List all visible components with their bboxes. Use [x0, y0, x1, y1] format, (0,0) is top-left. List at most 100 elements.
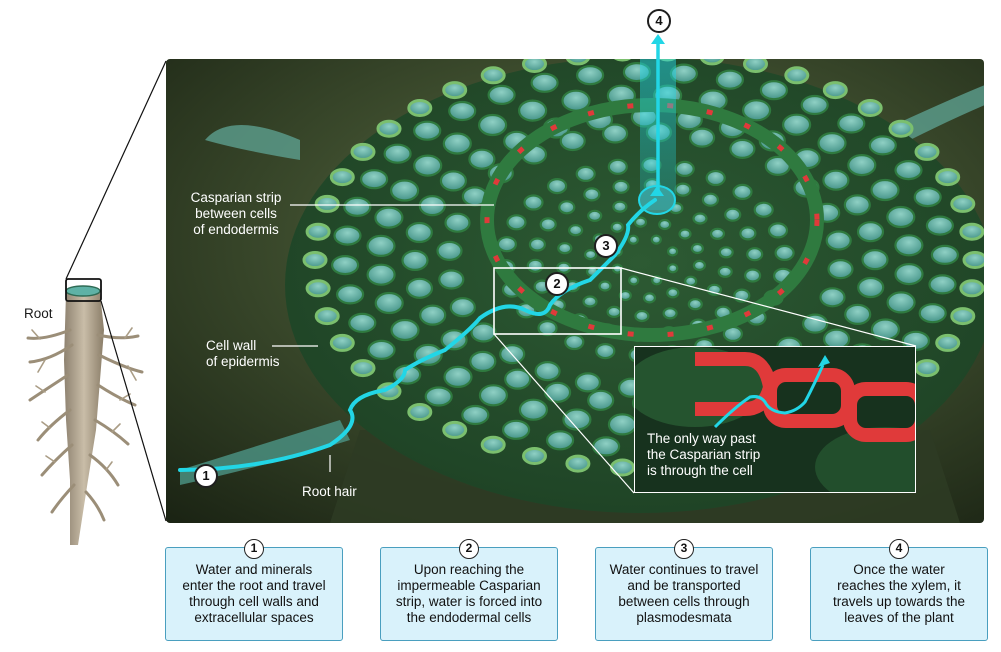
- casparian-label-line-2: between cells: [195, 206, 277, 221]
- cell: [448, 100, 477, 122]
- callout-text: The only way past the Casparian strip is…: [647, 431, 760, 479]
- cell: [564, 333, 585, 351]
- cell: [627, 234, 639, 245]
- cell: [329, 168, 355, 187]
- cell: [666, 246, 679, 257]
- cell: [374, 206, 404, 229]
- cell: [935, 333, 961, 352]
- cell: [575, 65, 605, 86]
- cell: [383, 143, 412, 164]
- cell: [692, 212, 708, 225]
- cell: [518, 398, 549, 421]
- cell: [419, 304, 447, 326]
- cell: [610, 221, 624, 233]
- cell: [825, 230, 852, 251]
- cell: [678, 228, 692, 240]
- cell: [781, 113, 812, 136]
- cell: [847, 154, 877, 177]
- cell: [690, 242, 705, 255]
- cell: [801, 313, 829, 334]
- cell: [442, 81, 468, 100]
- cell: [959, 222, 984, 241]
- cell: [729, 138, 756, 159]
- cell: [567, 224, 584, 237]
- cell: [583, 249, 598, 261]
- step-1-line-1: Water and minerals: [195, 562, 313, 577]
- cell: [537, 320, 558, 337]
- cell: [390, 179, 420, 202]
- xylem-arrowhead: [651, 34, 665, 44]
- cell: [302, 251, 328, 269]
- cell: [705, 169, 726, 187]
- cell: [443, 365, 473, 388]
- cell: [837, 113, 866, 134]
- cell: [504, 368, 532, 390]
- cell: [478, 113, 508, 137]
- cell: [925, 215, 955, 236]
- cell: [715, 69, 745, 90]
- cell: [478, 384, 508, 407]
- cell: [607, 158, 628, 175]
- step-2-line-1: Upon reaching the: [413, 562, 525, 577]
- cell: [587, 209, 603, 222]
- cell: [442, 420, 468, 439]
- cell: [743, 268, 762, 283]
- cell: [684, 275, 698, 287]
- step-badge-3: 3: [674, 539, 694, 559]
- cell: [401, 249, 429, 271]
- cell: [655, 59, 680, 62]
- cell: [667, 263, 679, 274]
- cell: [888, 119, 914, 138]
- cell: [870, 178, 900, 202]
- cell: [928, 274, 957, 295]
- cell: [595, 343, 616, 360]
- cell: [746, 247, 764, 262]
- cell: [565, 454, 591, 473]
- casparian-strip-ring: [484, 102, 820, 338]
- casparian-label-line-3: of endodermis: [193, 222, 279, 237]
- cell: [314, 194, 340, 213]
- cell: [634, 309, 650, 323]
- cell: [717, 265, 733, 278]
- cell: [843, 194, 871, 216]
- cell: [418, 195, 446, 217]
- cell: [374, 291, 404, 315]
- cell: [438, 269, 465, 290]
- root-hair-label: Root hair: [302, 484, 357, 499]
- cell: [612, 179, 630, 194]
- step-4-line-2: reaches the xylem, it: [837, 578, 961, 593]
- casparian-label: Casparian strip between cells of endoder…: [182, 190, 290, 238]
- cell: [894, 263, 924, 286]
- cell: [539, 217, 557, 232]
- cell: [469, 350, 497, 372]
- step-badge-4: 4: [889, 539, 909, 559]
- casparian-highlight-box: [493, 267, 622, 335]
- cell: [868, 135, 897, 156]
- cell: [827, 259, 854, 280]
- step-box-3: Water continues to travel and be transpo…: [595, 547, 773, 641]
- callout-line-1: The only way past: [647, 431, 756, 446]
- step-badge-2: 2: [459, 539, 479, 559]
- cell: [724, 207, 742, 222]
- cell: [360, 169, 389, 190]
- cell: [582, 295, 598, 308]
- callout-line-2: the Casparian strip: [647, 447, 761, 462]
- marker-2: 2: [545, 272, 569, 296]
- cell: [501, 419, 531, 440]
- cell: [331, 255, 360, 276]
- cell: [822, 81, 848, 100]
- cell: [530, 72, 559, 93]
- step-3-line-4: plasmodesmata: [636, 610, 732, 625]
- cell: [543, 381, 572, 403]
- cell: [522, 59, 547, 73]
- step-2-line-4: the endodermal cells: [406, 610, 532, 625]
- cell: [618, 289, 632, 302]
- step-2-line-3: strip, water is forced into: [395, 594, 543, 609]
- cell: [699, 59, 725, 66]
- cell: [413, 154, 443, 177]
- step-2-line-2: impermeable Casparian: [397, 578, 541, 593]
- step-1-line-2: enter the root and travel: [182, 578, 326, 593]
- cell: [522, 447, 547, 465]
- marker-1: 1: [194, 464, 218, 488]
- root-illustration: [26, 285, 144, 545]
